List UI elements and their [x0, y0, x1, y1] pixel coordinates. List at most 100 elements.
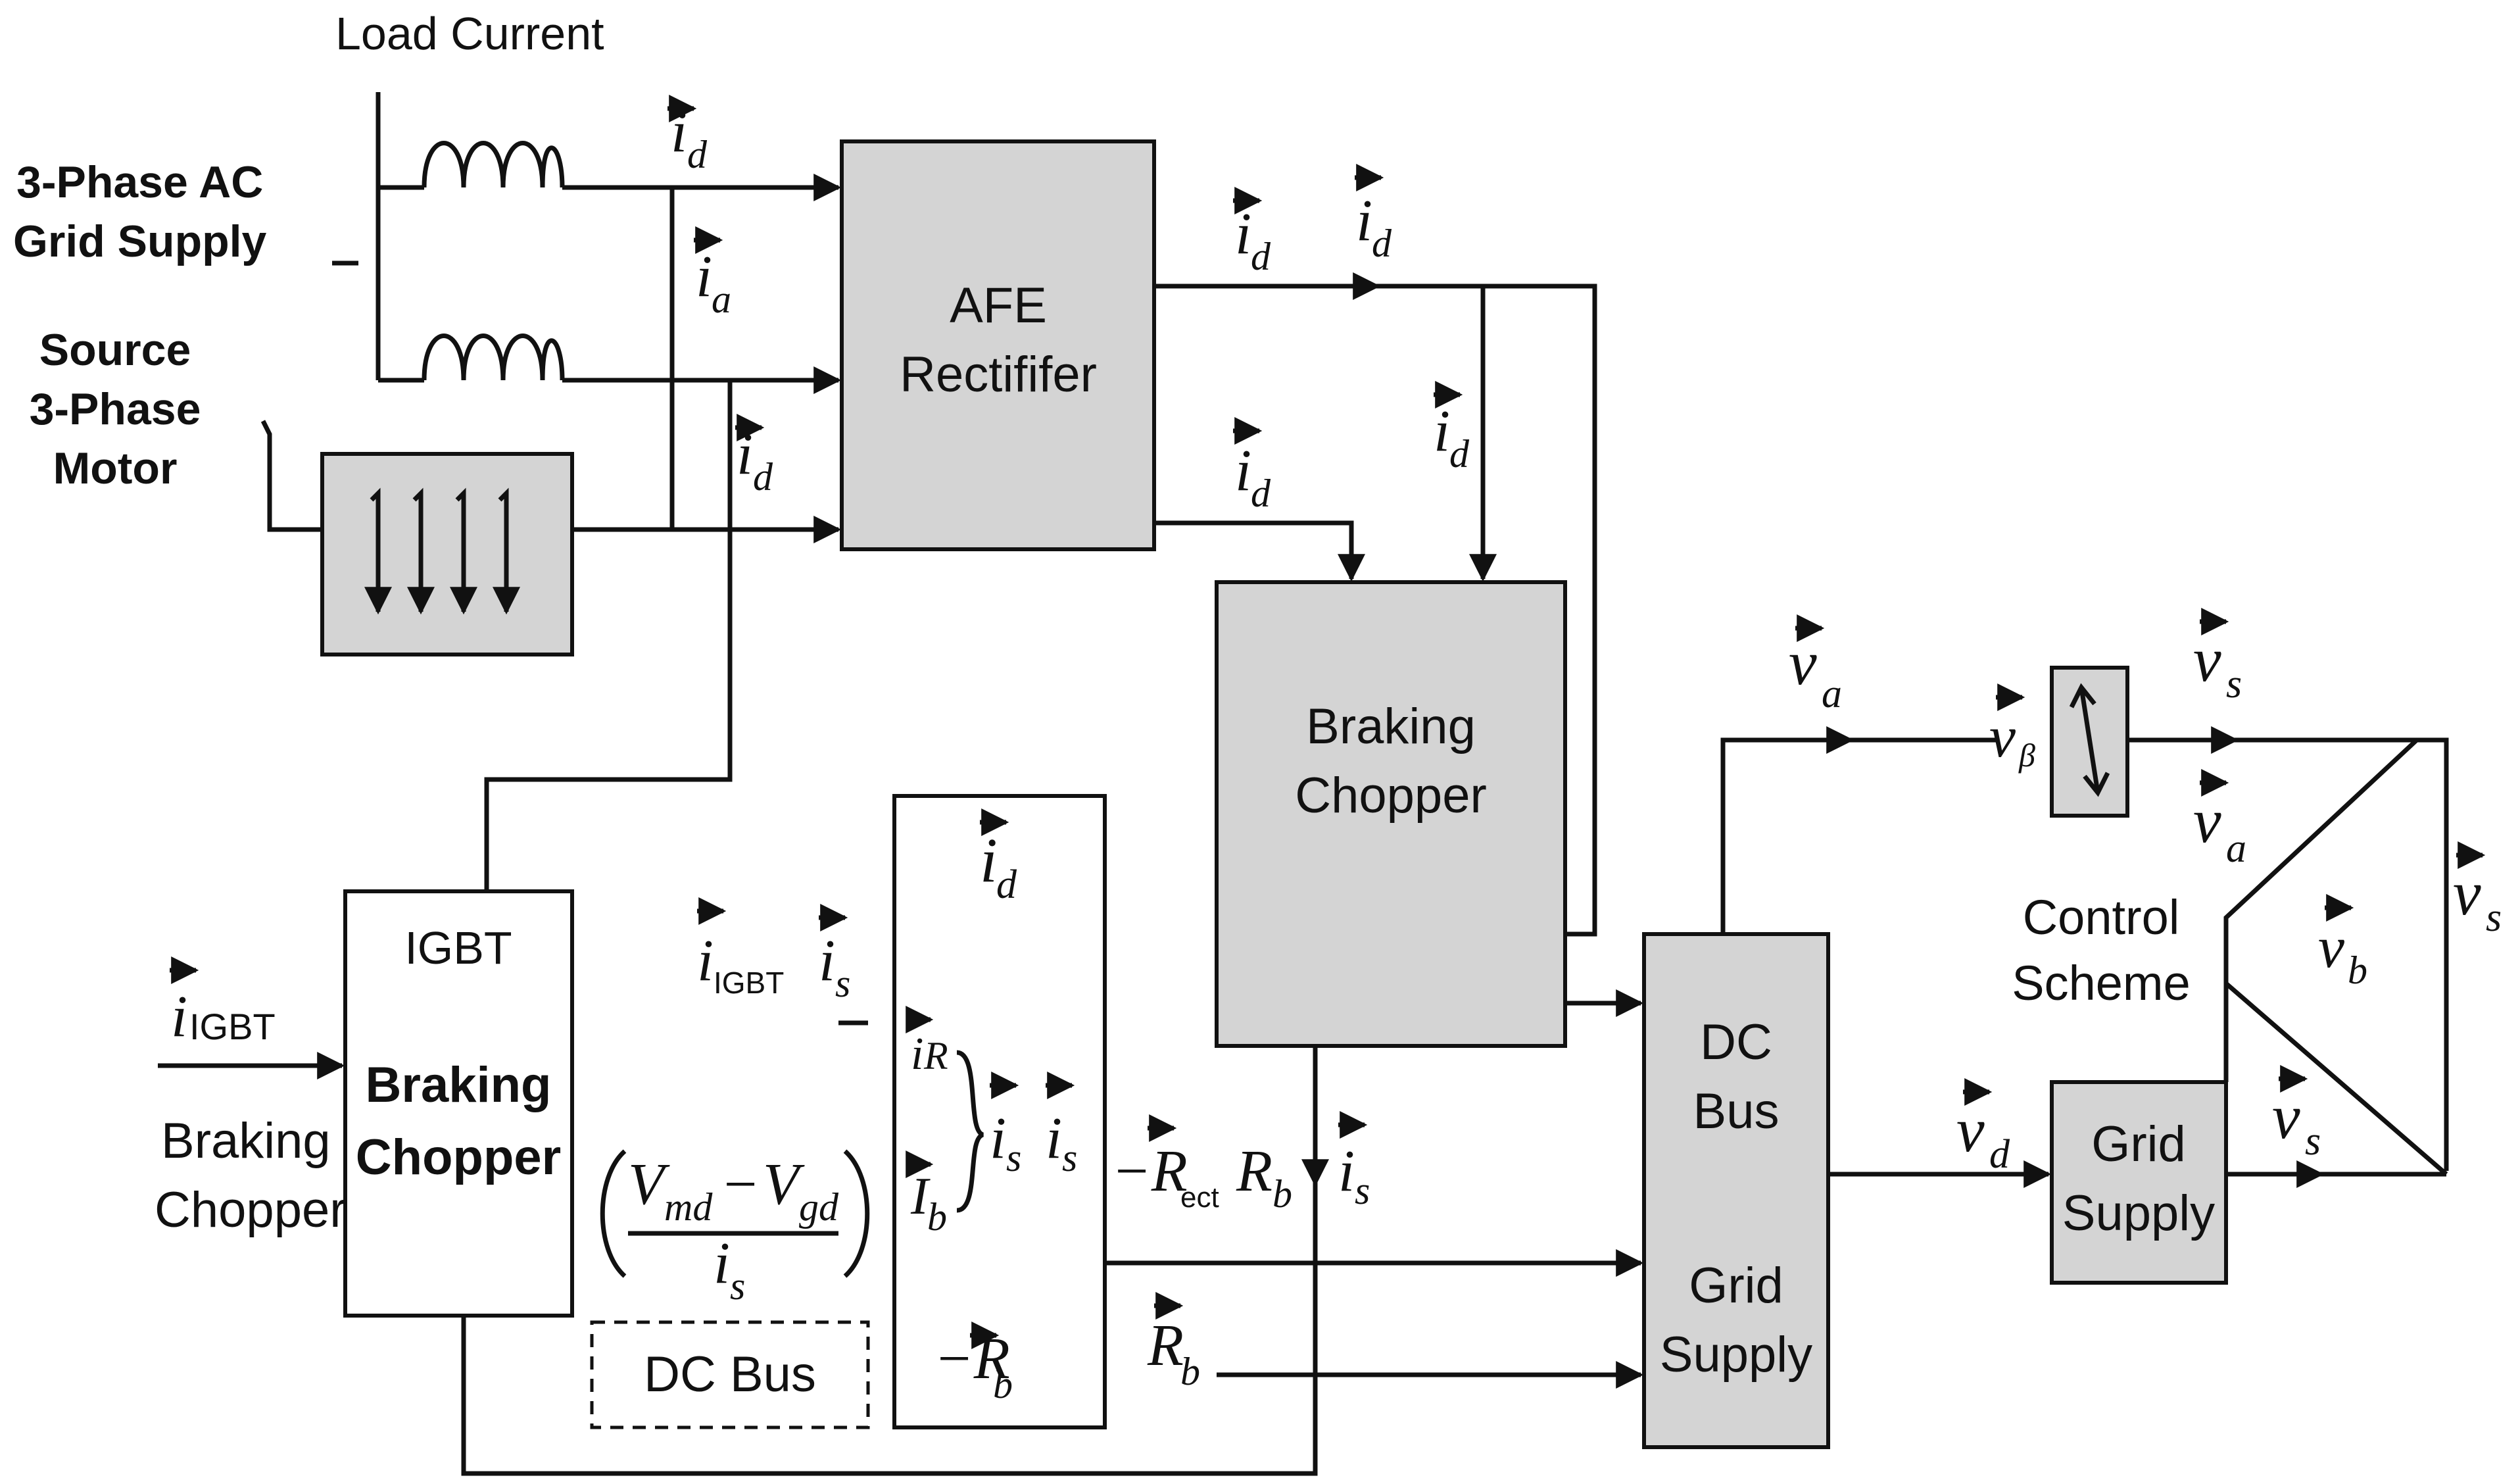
- svg-text:i: i: [737, 422, 753, 487]
- symbol-id-matrix: i d: [980, 808, 1017, 907]
- svg-text:i: i: [1235, 201, 1251, 266]
- svg-text:−: −: [720, 1152, 760, 1217]
- svg-text:s: s: [2305, 1119, 2321, 1164]
- svg-text:v: v: [2272, 1081, 2300, 1152]
- svg-text:i: i: [171, 984, 187, 1049]
- afe-output-top-cont-wire: [1378, 284, 1597, 937]
- symbol-vs-top: v s: [2193, 608, 2242, 706]
- braking-title-1: Braking: [1306, 699, 1476, 754]
- svg-text:v: v: [1956, 1095, 1985, 1165]
- svg-text:R: R: [923, 1034, 948, 1077]
- afe-title-1: AFE: [950, 278, 1047, 334]
- motor-arrow-3: [450, 487, 477, 615]
- svg-text:s: s: [835, 962, 850, 1005]
- svg-text:β: β: [2018, 737, 2035, 774]
- afe-rectifier-block: [840, 139, 1156, 551]
- bottom-return-wire: [461, 1184, 1318, 1476]
- source-label-3: Motor: [53, 443, 178, 493]
- svg-text:i: i: [1046, 1106, 1062, 1171]
- svg-text:d: d: [1372, 222, 1392, 265]
- svg-text:i: i: [1356, 188, 1372, 253]
- svg-text:ect: ect: [1180, 1181, 1219, 1214]
- svg-text:s: s: [1355, 1169, 1370, 1212]
- svg-text:v: v: [2318, 915, 2344, 980]
- svg-text:−R: −R: [1111, 1139, 1188, 1204]
- motor-arrow-4: [493, 487, 520, 615]
- svg-text:I: I: [910, 1168, 931, 1225]
- motor-line-wire: [260, 420, 838, 530]
- symbol-id-afe-out-1: i d: [1233, 187, 1271, 278]
- svg-text:i: i: [714, 1231, 730, 1296]
- svg-text:v: v: [1789, 628, 1817, 698]
- symbol-iR: i R: [906, 1006, 948, 1079]
- dcbus-title-2: Bus: [1693, 1083, 1780, 1139]
- grid-supply-block: [2050, 1080, 2228, 1285]
- grid-title-1: Grid: [2091, 1116, 2186, 1172]
- svg-text:md: md: [664, 1185, 713, 1229]
- svg-text:i: i: [980, 825, 998, 895]
- symbol-ia: i a: [694, 226, 731, 321]
- svg-text:i: i: [671, 99, 687, 164]
- svg-text:i: i: [696, 244, 712, 309]
- signal-matrix-block: [892, 794, 1107, 1429]
- svg-text:i: i: [911, 1029, 923, 1079]
- symbol-is-matrix-top: i s: [819, 904, 850, 1005]
- svg-text:−R: −R: [934, 1326, 1010, 1391]
- control-triangle: [2223, 738, 2448, 1176]
- dc-bus-dashed-block: [590, 1320, 870, 1429]
- afe-output-bottom-wire: [1154, 520, 1365, 582]
- svg-text:V: V: [628, 1152, 670, 1217]
- afe-title-2: Rectififer: [900, 347, 1097, 403]
- source-label-2: 3-Phase: [30, 384, 201, 434]
- svg-text:v: v: [2193, 785, 2221, 856]
- symbol-vb-control: v b: [2318, 894, 2367, 992]
- igbt-braking-chopper-block: [343, 889, 574, 1318]
- svg-text:IGBT: IGBT: [189, 1006, 276, 1047]
- symbol-id-top: i d: [667, 95, 708, 176]
- motor-block: [320, 452, 574, 656]
- inductor-top: [422, 141, 565, 188]
- igbt-chopper-2: Chopper: [356, 1129, 561, 1185]
- formula-vmd-vgd-over-is: V md − V gd i s: [600, 1149, 870, 1308]
- svg-text:i: i: [819, 928, 835, 993]
- beta-switch-arrow: [2079, 687, 2100, 793]
- source-label-1: Source: [39, 325, 191, 375]
- symbol-id-afe-out-2: i d: [1355, 164, 1392, 265]
- svg-text:a: a: [1822, 672, 1842, 716]
- svg-text:v: v: [2193, 624, 2221, 695]
- svg-text:d: d: [687, 133, 708, 176]
- svg-text:i: i: [1338, 1139, 1355, 1204]
- symbol-is-is: i s i s: [990, 1072, 1077, 1179]
- beta-out-cont-wire: [2236, 737, 2449, 1171]
- braking-title-2: Chopper: [1295, 768, 1487, 824]
- symbol-i-igbt-left: i IGBT: [170, 956, 276, 1049]
- grid-supply-label-2: Grid Supply: [13, 216, 267, 266]
- igbt-title: IGBT: [404, 922, 512, 974]
- dcbus-up-wire: [1720, 726, 1854, 934]
- grid-supply-label-1: 3-Phase AC: [16, 157, 263, 207]
- symbol-id-afe-out-4: i d: [1233, 417, 1271, 515]
- symbol-va-top: v a: [1789, 614, 1842, 716]
- grid-title-2: Supply: [2062, 1185, 2215, 1241]
- braking-chopper-left-1: Braking: [161, 1113, 331, 1169]
- symbol-vd: v d: [1956, 1078, 2010, 1177]
- svg-text:b: b: [1272, 1172, 1292, 1216]
- svg-text:v: v: [2453, 858, 2481, 928]
- svg-text:gd: gd: [799, 1185, 839, 1229]
- symbol-v-beta: v β: [1989, 683, 2035, 774]
- svg-text:s: s: [2226, 662, 2242, 706]
- svg-text:b: b: [2348, 949, 2367, 992]
- symbol-is-down: i s: [1338, 1111, 1370, 1212]
- igbt-chopper-1: Braking: [366, 1057, 552, 1113]
- dcbus-title-4: Supply: [1660, 1327, 1812, 1383]
- svg-text:d: d: [1251, 472, 1271, 515]
- symbol-brace: [956, 1050, 984, 1213]
- control-scheme-2: Scheme: [2012, 956, 2190, 1010]
- svg-text:b: b: [993, 1363, 1013, 1406]
- motor-arrow-1: [364, 487, 392, 615]
- symbol-vs-right: v s: [2453, 841, 2502, 940]
- dc-bus-dashed-label: DC Bus: [644, 1347, 816, 1402]
- symbol-Rb: R b: [1147, 1292, 1200, 1393]
- svg-text:a: a: [712, 278, 731, 321]
